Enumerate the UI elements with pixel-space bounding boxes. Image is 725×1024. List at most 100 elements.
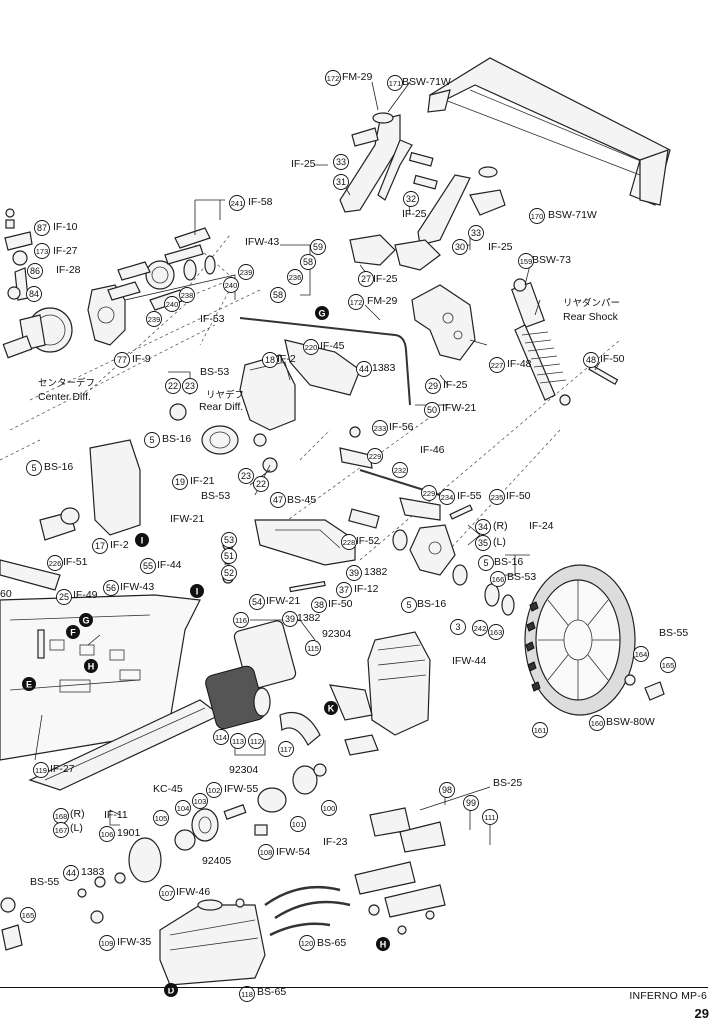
callout-circle — [221, 548, 237, 564]
label-if25-d: IF-25 — [373, 273, 398, 285]
callout-circle — [192, 793, 208, 809]
label-r-if11: (R) — [70, 808, 85, 820]
callout-number: 100 — [323, 804, 336, 813]
callout-circle — [144, 432, 160, 448]
callout-number: 114 — [215, 733, 227, 742]
marker-disc — [84, 659, 98, 673]
callout-c160: 160 — [589, 715, 605, 731]
label-if46: IF-46 — [420, 444, 445, 456]
callout-circle — [270, 287, 286, 303]
callout-number: 58 — [273, 290, 283, 300]
label-bs55-left: BS-55 — [30, 876, 59, 888]
callout-number: 39 — [349, 568, 359, 578]
label-bs53-right: BS-53 — [507, 571, 536, 583]
callout-c118: 118 — [239, 986, 255, 1002]
callout-number: 33 — [471, 228, 481, 238]
rear-hub-carrier — [284, 339, 530, 616]
callout-number: 229 — [423, 489, 436, 498]
callout-circle — [583, 352, 599, 368]
label-bs45: BS-45 — [287, 494, 316, 506]
callout-number: 111 — [484, 813, 495, 822]
callout-circle — [299, 935, 315, 951]
callout-number: 98 — [442, 785, 452, 795]
label-bs65-right: BS-65 — [317, 937, 346, 949]
model-name: INFERNO MP-6 — [629, 990, 707, 1002]
callout-c172a: 172 — [325, 70, 341, 86]
callout-number: 166 — [492, 575, 505, 584]
callout-c235: 235 — [489, 489, 505, 505]
callout-number: 242 — [474, 624, 487, 633]
callout-c101: 101 — [290, 816, 306, 832]
callout-circle — [34, 220, 50, 236]
marker-letter: H — [380, 939, 387, 949]
callout-circle — [249, 594, 265, 610]
callout-circle — [336, 582, 352, 598]
callout-circle — [452, 239, 468, 255]
callout-circle — [660, 657, 676, 673]
callout-circle — [206, 782, 222, 798]
callout-c111: 111 — [482, 809, 498, 825]
marker-mH2: H — [376, 937, 390, 951]
marker-mE: E — [22, 677, 36, 691]
label-bs53-mid: BS-53 — [201, 490, 230, 502]
callout-c25: 25 — [56, 589, 72, 605]
callout-number: 172 — [327, 74, 340, 83]
callout-c87: 87 — [34, 220, 50, 236]
callout-number: 30 — [455, 242, 465, 252]
callout-c32: 32 — [403, 191, 419, 207]
callout-circle — [99, 935, 115, 951]
label-bs16-low: BS-16 — [417, 598, 446, 610]
callout-circle — [303, 339, 319, 355]
label-ifw21-mid: IFW-21 — [170, 513, 204, 525]
callout-circle — [238, 264, 254, 280]
callout-circles: 1721713331321702418717386845958236582730… — [20, 70, 676, 1002]
callout-c119: 119 — [33, 762, 49, 778]
callout-c5a: 5 — [144, 432, 160, 448]
callout-c168: 168 — [53, 808, 69, 824]
callout-c17: 17 — [92, 538, 108, 554]
callout-c48: 48 — [583, 352, 599, 368]
callout-c51: 51 — [221, 548, 237, 564]
callout-c166: 166 — [490, 571, 506, 587]
callout-circle — [34, 243, 50, 259]
marker-mD: D — [164, 983, 178, 997]
label-fm29-top: FM-29 — [342, 71, 372, 83]
callout-c19: 19 — [172, 474, 188, 490]
label-if51: IF-51 — [63, 556, 88, 568]
callout-c171: 171 — [387, 75, 403, 91]
marker-mI1: I — [135, 533, 149, 547]
label-bs16-right: BS-16 — [494, 556, 523, 568]
callout-circle — [27, 263, 43, 279]
label-if48: IF-48 — [507, 358, 532, 370]
callout-number: 77 — [117, 355, 127, 365]
callout-number: 27 — [361, 274, 371, 284]
callout-circle — [233, 612, 249, 628]
callout-c229b: 229 — [421, 485, 437, 501]
callout-number: 105 — [155, 814, 168, 823]
label-jp-rear-diff: リヤデフ — [206, 389, 244, 401]
callout-number: 116 — [235, 616, 247, 625]
callout-circle — [239, 986, 255, 1002]
callout-c58a: 58 — [300, 254, 316, 270]
callout-number: 240 — [225, 281, 238, 290]
callout-circle — [424, 402, 440, 418]
callout-number: 33 — [336, 157, 346, 167]
callout-c38: 38 — [311, 597, 327, 613]
callout-circle — [26, 460, 42, 476]
callout-c165b: 165 — [20, 907, 36, 923]
callout-c84: 84 — [26, 286, 42, 302]
callout-number: 48 — [586, 355, 596, 365]
label-center-diff: Center Diff. — [38, 391, 91, 403]
label-if10: IF-10 — [53, 221, 78, 233]
callout-number: 103 — [194, 797, 207, 806]
callout-number: 5 — [31, 463, 36, 473]
callout-number: 115 — [307, 644, 319, 653]
callout-circle — [300, 254, 316, 270]
rear-diff-housing — [168, 354, 296, 473]
fuel-tank — [159, 898, 266, 986]
callout-c29: 29 — [425, 378, 441, 394]
callout-circle — [490, 571, 506, 587]
callout-circle — [333, 154, 349, 170]
label-if55: IF-55 — [457, 490, 482, 502]
callout-circle — [372, 420, 388, 436]
